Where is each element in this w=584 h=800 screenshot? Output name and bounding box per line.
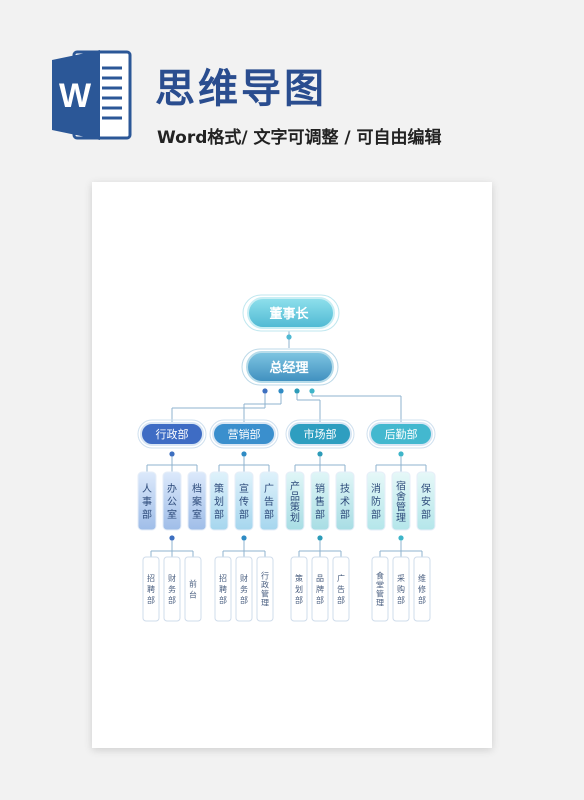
department-node [140,422,204,446]
leaf-label: 维修部 [418,573,426,605]
document-page: 董事长总经理行政部人事部办公室档案室招聘部财务部前台营销部策划部宣传部广告部招聘… [92,182,492,748]
department-label: 行政部 [156,427,189,441]
department-label: 后勤部 [385,427,418,441]
sub-department-label: 宣传部 [239,482,249,521]
manager-node-label: 总经理 [269,360,308,376]
leaf-label: 广告部 [337,573,345,605]
sub-department-box [285,471,305,531]
sub-department-label: 档案室 [192,482,202,521]
sub-department-label: 保安部 [421,482,431,521]
leaf-box [214,556,232,622]
sub-department-box [234,471,254,531]
department-node [288,422,352,446]
manager-node-outline [241,348,339,386]
sub-department-label: 策划部 [214,482,224,521]
leaf-box [371,556,389,622]
sub-department-label: 销售部 [315,482,325,521]
leaf-label: 招聘部 [219,573,227,605]
leaf-label: 行政管理 [261,571,269,608]
sub-department-label: 宿舍管理 [396,479,406,524]
root-node-outline [242,294,340,332]
sub-department-box [310,471,330,531]
leaf-label: 前台 [189,579,197,600]
connector-dot [309,388,315,394]
manager-node [246,351,334,383]
leaf-label: 招聘部 [147,573,155,605]
connector-dot [317,451,323,457]
leaf-box [163,556,181,622]
word-icon-letter: W [59,77,92,115]
sub-department-box [416,471,436,531]
leaf-box [256,556,274,622]
sub-department-box [187,471,207,531]
leaf-box [290,556,308,622]
sub-department-label: 人事部 [142,483,152,521]
sub-department-label: 广告部 [264,483,274,521]
connector-dot [278,388,284,394]
sub-department-box [391,471,411,531]
department-node-outline [209,419,279,449]
root-node-label: 董事长 [269,306,309,322]
sub-department-box [209,471,229,531]
department-node-outline [137,419,207,449]
connector-dot [398,535,404,541]
department-node [212,422,276,446]
org-chart: 董事长总经理行政部人事部办公室档案室招聘部财务部前台营销部策划部宣传部广告部招聘… [137,294,436,622]
sub-department-box [162,471,182,531]
leaf-box [235,556,253,622]
page-title: 思维导图 [155,66,327,112]
connector-dot [241,535,247,541]
connector-dot [398,451,404,457]
department-label: 营销部 [228,427,261,441]
department-node-outline [366,419,436,449]
connector-dot [317,535,323,541]
sub-department-box [366,471,386,531]
word-icon: W [52,50,132,140]
leaf-label: 策划部 [295,573,303,605]
connector-dot [241,451,247,457]
leaf-box [142,556,160,622]
sub-department-box [259,471,279,531]
leaf-box [311,556,329,622]
department-node [369,422,433,446]
header: W 思维导图 Word格式/ 文字可调整 / 可自由编辑 [0,0,584,180]
leaf-label: 财务部 [168,573,176,605]
connector-dot [169,451,175,457]
sub-department-label: 办公室 [167,482,177,521]
leaf-box [332,556,350,622]
sub-department-box [137,471,157,531]
sub-department-box [335,471,355,531]
connector-dot [286,334,292,340]
leaf-label: 采购部 [397,573,405,605]
sub-department-label: 消防部 [371,482,381,521]
leaf-box [413,556,431,622]
department-label: 市场部 [304,427,337,441]
connector-dot [262,388,268,394]
leaf-box [184,556,202,622]
root-node [247,297,335,329]
leaf-box [392,556,410,622]
leaf-label: 财务部 [240,573,248,605]
sub-department-label: 技术部 [340,482,350,521]
sub-department-label: 产品策划 [290,479,300,524]
page-subtitle: Word格式/ 文字可调整 / 可自由编辑 [157,128,442,148]
department-node-outline [285,419,355,449]
leaf-label: 食堂管理 [376,571,384,608]
connector-dot [294,388,300,394]
leaf-label: 品牌部 [316,574,324,605]
connector-dot [169,535,175,541]
